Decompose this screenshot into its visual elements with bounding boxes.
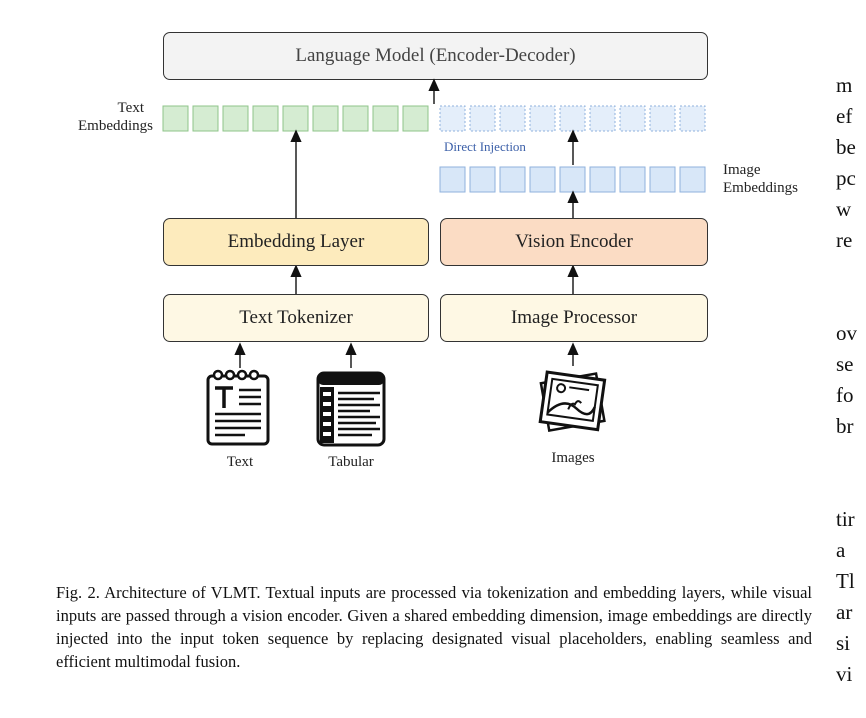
tabular-data-icon <box>316 371 386 447</box>
right-fragment: w <box>836 197 852 221</box>
right-fragment: ar <box>836 600 853 624</box>
text-embeddings-label: Text Embeddings <box>78 100 153 134</box>
image-embeddings-row <box>439 166 706 193</box>
right-fragment: vi <box>836 662 853 686</box>
right-fragment: br <box>836 414 854 438</box>
injected-embedding-token <box>559 105 586 132</box>
text-tokenizer-label: Text Tokenizer <box>239 307 353 328</box>
injected-embedding-token <box>439 105 466 132</box>
right-fragment: be <box>836 135 856 159</box>
image-embedding-token <box>529 166 556 193</box>
text-tokenizer-box: Text Tokenizer <box>163 294 429 342</box>
image-embedding-token <box>439 166 466 193</box>
right-fragment: ov <box>836 321 857 345</box>
injected-embedding-token <box>619 105 646 132</box>
text-embedding-token <box>162 105 189 132</box>
right-fragment: se <box>836 352 854 376</box>
embedding-layer-label: Embedding Layer <box>227 231 365 252</box>
figure-caption: Fig. 2. Architecture of VLMT. Textual in… <box>56 583 812 671</box>
image-embedding-token <box>619 166 646 193</box>
text-embedding-token <box>312 105 339 132</box>
text-embedding-token <box>252 105 279 132</box>
image-embedding-token <box>499 166 526 193</box>
vision-encoder-label: Vision Encoder <box>515 231 633 252</box>
text-input-label: Text <box>226 454 254 470</box>
right-fragment: fo <box>836 383 854 407</box>
text-embedding-token <box>192 105 219 132</box>
flow-arrows <box>234 78 579 368</box>
text-embedding-token <box>222 105 249 132</box>
text-embeddings-row <box>162 105 429 132</box>
right-fragment: Tl <box>836 569 855 593</box>
language-model-label: Language Model (Encoder-Decoder) <box>295 45 576 66</box>
image-processor-label: Image Processor <box>510 307 638 328</box>
text-embedding-token <box>342 105 369 132</box>
vision-encoder-box: Vision Encoder <box>440 218 708 266</box>
injected-embedding-token <box>679 105 706 132</box>
text-document-icon <box>206 369 270 446</box>
right-fragment: pc <box>836 166 856 190</box>
right-fragment: a <box>836 538 846 562</box>
image-embedding-token <box>559 166 586 193</box>
text-embedding-token <box>282 105 309 132</box>
injected-embedding-token <box>589 105 616 132</box>
image-processor-box: Image Processor <box>440 294 708 342</box>
images-input-label: Images <box>551 450 595 466</box>
right-fragment: re <box>836 228 853 252</box>
direct-injection-label: Direct Injection <box>444 139 526 154</box>
injected-embedding-token <box>529 105 556 132</box>
right-fragment: ef <box>836 104 853 128</box>
image-embeddings-label: Image Embeddings <box>723 162 798 196</box>
text-embedding-token <box>372 105 399 132</box>
injected-embedding-token <box>649 105 676 132</box>
image-embedding-token <box>469 166 496 193</box>
image-embedding-token <box>649 166 676 193</box>
text-embedding-token <box>402 105 429 132</box>
right-fragment: si <box>836 631 851 655</box>
right-fragment: tir <box>836 507 855 531</box>
tabular-input-label: Tabular <box>328 454 374 470</box>
image-embedding-token <box>679 166 706 193</box>
injected-embedding-token <box>499 105 526 132</box>
right-fragment: m <box>836 73 853 97</box>
embedding-layer-box: Embedding Layer <box>163 218 429 266</box>
injected-image-embeddings-row <box>439 105 706 132</box>
injected-embedding-token <box>469 105 496 132</box>
image-embedding-token <box>589 166 616 193</box>
language-model-box: Language Model (Encoder-Decoder) <box>163 32 708 80</box>
images-icon <box>538 370 607 432</box>
